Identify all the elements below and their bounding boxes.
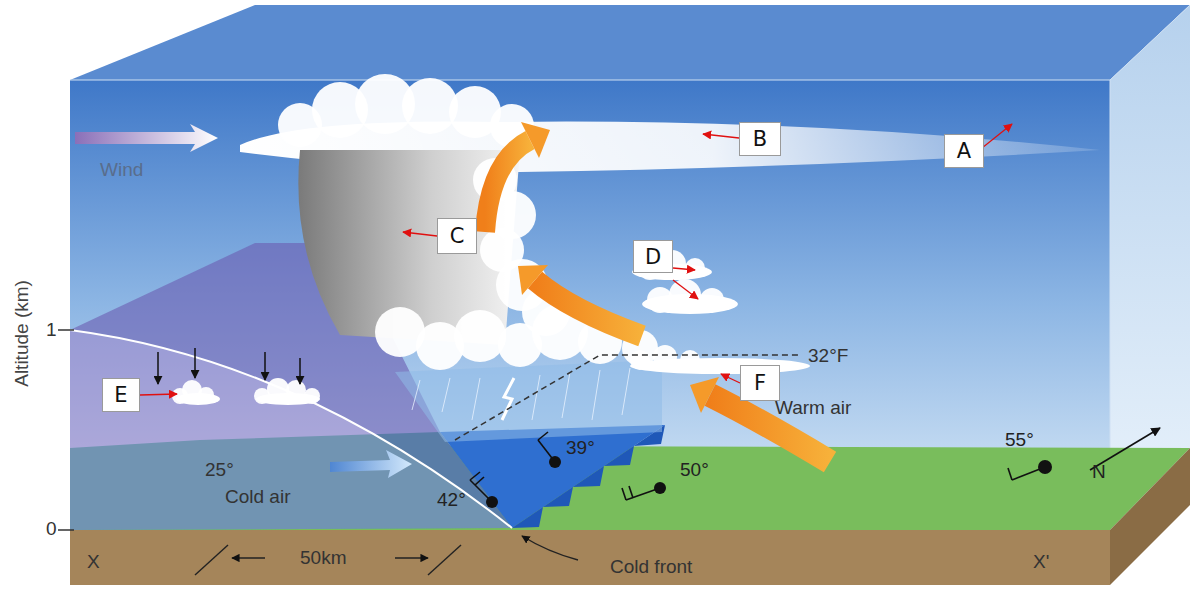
wind-barb <box>622 488 626 500</box>
callout-letter: E <box>114 383 127 407</box>
wind-barb <box>1008 468 1012 480</box>
callout-letter: F <box>754 371 766 395</box>
letter-box: A <box>944 134 984 168</box>
ground-side-face <box>1110 448 1190 585</box>
letter-box: F <box>740 365 780 401</box>
leader-arrow <box>982 124 1012 148</box>
arrow-head <box>690 377 719 413</box>
diagram-label: 50km <box>300 548 346 569</box>
diagram-label: N <box>1092 462 1106 483</box>
cold-front-teeth <box>512 425 665 528</box>
cold-air-arrow <box>330 450 412 478</box>
cloud-base <box>630 358 810 374</box>
station-models <box>470 432 1045 502</box>
rain-streak <box>592 370 600 420</box>
diagram-label: Cold front <box>610 557 692 578</box>
letter-box: E <box>102 378 140 412</box>
cloud-puff <box>402 78 458 134</box>
diagram-label: X' <box>1033 552 1049 573</box>
diagram-label: Cold air <box>225 487 290 508</box>
leader-arrows <box>140 124 1012 395</box>
station-circle <box>549 456 561 468</box>
sinking-arrow <box>194 348 196 378</box>
diagram-label: 50° <box>680 460 709 481</box>
rain-streak <box>532 375 540 420</box>
diagram-label: 55° <box>1005 430 1034 451</box>
warm-air-arrow <box>535 280 642 336</box>
ground-front-face <box>70 530 1110 585</box>
scale-mark <box>195 545 228 575</box>
scale-arrow <box>232 557 265 558</box>
rain-streak <box>442 378 450 412</box>
station-circle <box>486 496 498 508</box>
diagram-label: Warm air <box>775 398 851 419</box>
station-circles <box>486 456 1052 508</box>
diagram-label: Wind <box>100 160 143 181</box>
diagram-label: 0 <box>46 519 57 540</box>
arrow-head <box>518 265 548 295</box>
diagram-label: 39° <box>566 438 595 459</box>
axis-tick <box>58 529 74 531</box>
leader-arrow <box>721 374 740 383</box>
callout-letter: A <box>957 139 971 163</box>
sinking-arrow <box>264 352 266 380</box>
scale-arrow <box>395 557 428 558</box>
letter-box: D <box>633 240 673 273</box>
leader-arrow <box>140 394 177 395</box>
cloud-base <box>642 294 738 314</box>
diagram-label: 25° <box>205 460 234 481</box>
leader-arrow <box>703 134 739 138</box>
rain-streak <box>622 368 630 415</box>
wind-barb <box>629 486 633 498</box>
wind-barb <box>475 477 484 485</box>
sinking-arrow <box>157 352 159 384</box>
sinking-arrow <box>299 358 301 384</box>
cloud-base <box>176 393 220 405</box>
rain-streak <box>472 378 480 420</box>
diagram-label: X <box>87 552 100 573</box>
callout-letter: D <box>645 245 661 269</box>
arrow-head <box>521 122 550 158</box>
diagram-label: 1 <box>46 320 57 341</box>
diagram-label: 32°F <box>808 346 848 367</box>
letter-box: C <box>437 218 477 254</box>
lightning <box>502 378 514 420</box>
callout-letter: C <box>450 224 465 248</box>
leader-arrow <box>403 232 437 236</box>
leader-arrow <box>673 280 698 299</box>
cold-front-pointer <box>522 536 578 560</box>
rain-streak <box>412 380 420 410</box>
wind-barb <box>470 472 480 480</box>
warm-air-arrow <box>485 140 530 232</box>
axis-tick <box>58 329 74 331</box>
station-circle <box>654 482 666 494</box>
letter-box: B <box>739 122 781 156</box>
sinking-air-arrows <box>158 348 300 384</box>
wind-arrow <box>75 124 218 152</box>
leader-arrow <box>673 268 695 270</box>
rain-streak <box>562 372 570 418</box>
scale-mark <box>428 545 461 575</box>
cloud-base <box>256 393 320 405</box>
box-top-face <box>70 5 1190 80</box>
cloud-puff <box>454 310 506 362</box>
scale-bar <box>195 545 461 575</box>
rain-area <box>395 360 662 442</box>
box-edge <box>70 5 1190 80</box>
rain-streaks <box>412 368 630 420</box>
wind-barb <box>538 432 548 440</box>
diagram-label: Altitude (km) <box>12 271 33 396</box>
callout-letter: B <box>753 127 767 151</box>
station-circle <box>1038 460 1052 474</box>
diagram-label: 42° <box>437 490 466 511</box>
